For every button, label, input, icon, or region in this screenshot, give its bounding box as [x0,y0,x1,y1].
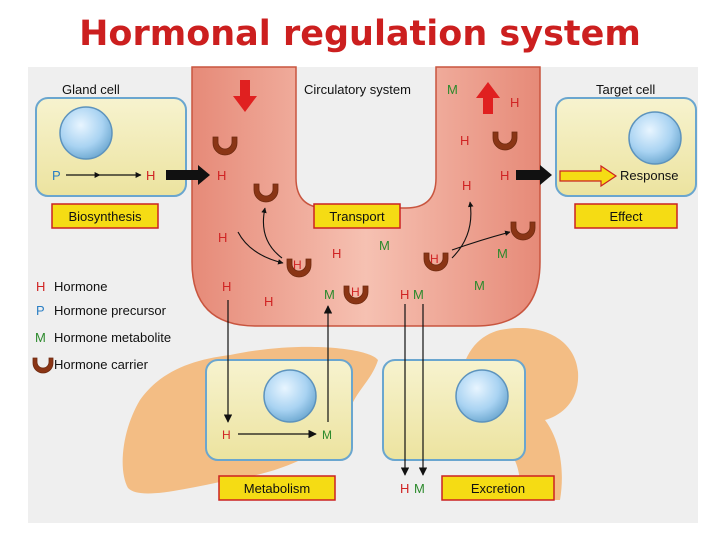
free-metabolite-symbol: M [474,278,485,293]
liver-uptake-hormone: H [222,279,231,294]
effect-label: Effect [609,209,642,224]
legend: H Hormone P Hormone precursor M Hormone … [32,279,171,374]
free-hormone-symbol: H [460,133,469,148]
liver-metabolite-symbol: M [322,428,332,442]
gland-precursor-symbol: P [52,168,61,183]
bound-carrier-icon [423,252,449,272]
flow-up-arrow [476,82,500,114]
kidney-nucleus [455,369,509,423]
bound-hormone-symbol: H [351,285,360,299]
gland-hormone-symbol: H [146,168,155,183]
binding-arrow [451,201,474,259]
legend-carrier-icon [32,357,54,374]
excreted-metabolite-symbol: M [414,481,425,496]
free-hormone-symbol: H [510,95,519,110]
legend-precursor-label: Hormone precursor [54,303,167,318]
biosynthesis-box [51,203,159,229]
response-label: Response [620,168,679,183]
vessel-metabolite-top: M [447,82,458,97]
circulatory-heading: Circulatory system [304,82,411,97]
kidney-metabolite-symbol: M [413,287,424,302]
free-hormone-symbol: H [218,230,227,245]
flow-down-arrow [233,80,257,112]
free-hormone-symbol: H [500,168,509,183]
transport-box [313,203,401,229]
hormone-carrier-icon [212,136,238,156]
free-hormone-symbol: H [332,246,341,261]
binding-arrow [451,230,511,251]
free-metabolite-symbol: M [497,246,508,261]
liver-release-metabolite: M [324,287,335,302]
bound-hormone-symbol: H [430,252,439,266]
binding-arrow [237,231,284,265]
free-metabolite-symbol: M [379,238,390,253]
bound-carrier-icon [286,258,312,278]
liver-nucleus [263,369,317,423]
legend-metabolite-symbol: M [35,330,46,345]
target-nucleus [628,111,682,165]
biosynthesis-label: Biosynthesis [69,209,142,224]
binding-arrow [261,207,283,259]
gland-cell-heading: Gland cell [62,82,120,97]
hormone-carrier-icon [492,131,518,151]
legend-carrier-label: Hormone carrier [54,357,149,372]
metabolism-label: Metabolism [244,481,310,496]
excretion-label: Excretion [471,481,525,496]
legend-metabolite-label: Hormone metabolite [54,330,171,345]
transport-label: Transport [329,209,385,224]
excreted-hormone-symbol: H [400,481,409,496]
liver-hormone-symbol: H [222,428,231,442]
free-hormone-symbol: H [264,294,273,309]
legend-precursor-symbol: P [36,303,45,318]
effect-box [574,203,678,229]
kidney-hormone-symbol: H [400,287,409,302]
hormone-carrier-icon [253,183,279,203]
free-hormone-symbol: H [462,178,471,193]
secretion-arrow [166,165,210,185]
bound-hormone-symbol: H [293,258,302,272]
legend-hormone-symbol: H [36,279,45,294]
legend-hormone-label: Hormone [54,279,107,294]
response-arrow [559,164,618,188]
excretion-box [441,475,555,501]
target-cell-heading: Target cell [596,82,655,97]
bound-carrier-icon [343,285,369,305]
gland-nucleus [59,106,113,160]
secreted-hormone-symbol: H [217,168,226,183]
page-title: Hormonal regulation system [79,14,641,54]
hormone-carrier-icon [510,221,536,241]
metabolism-box [218,475,336,501]
delivery-arrow [516,165,552,185]
